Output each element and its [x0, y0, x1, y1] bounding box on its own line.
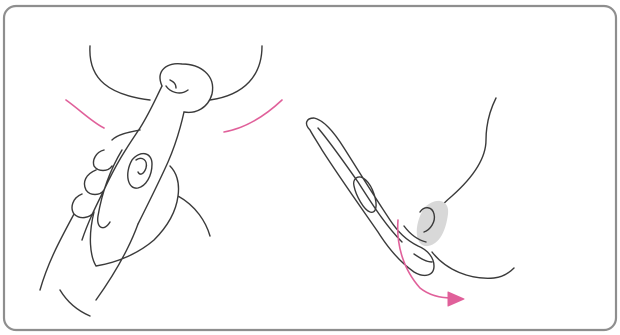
device-button-inner — [135, 157, 148, 175]
body-outline-icon — [89, 45, 263, 101]
left-panel — [39, 45, 283, 317]
direction-arrow-icon — [396, 219, 453, 299]
device-side-slot — [96, 149, 123, 229]
motion-arc-icon — [223, 99, 283, 133]
device-button — [352, 176, 377, 213]
hand-icon — [39, 129, 211, 317]
right-panel — [305, 97, 515, 307]
body-outline-icon — [431, 251, 515, 279]
device-icon — [305, 117, 435, 277]
motion-arc-icon — [65, 99, 105, 129]
direction-arrowhead — [447, 291, 465, 307]
illustration-frame — [2, 4, 618, 332]
device-button — [127, 153, 153, 189]
device-head-detail — [165, 79, 189, 94]
device-tip — [403, 225, 433, 263]
contact-outline — [419, 207, 436, 233]
device-head — [159, 63, 214, 114]
device-inner-line — [317, 127, 403, 243]
